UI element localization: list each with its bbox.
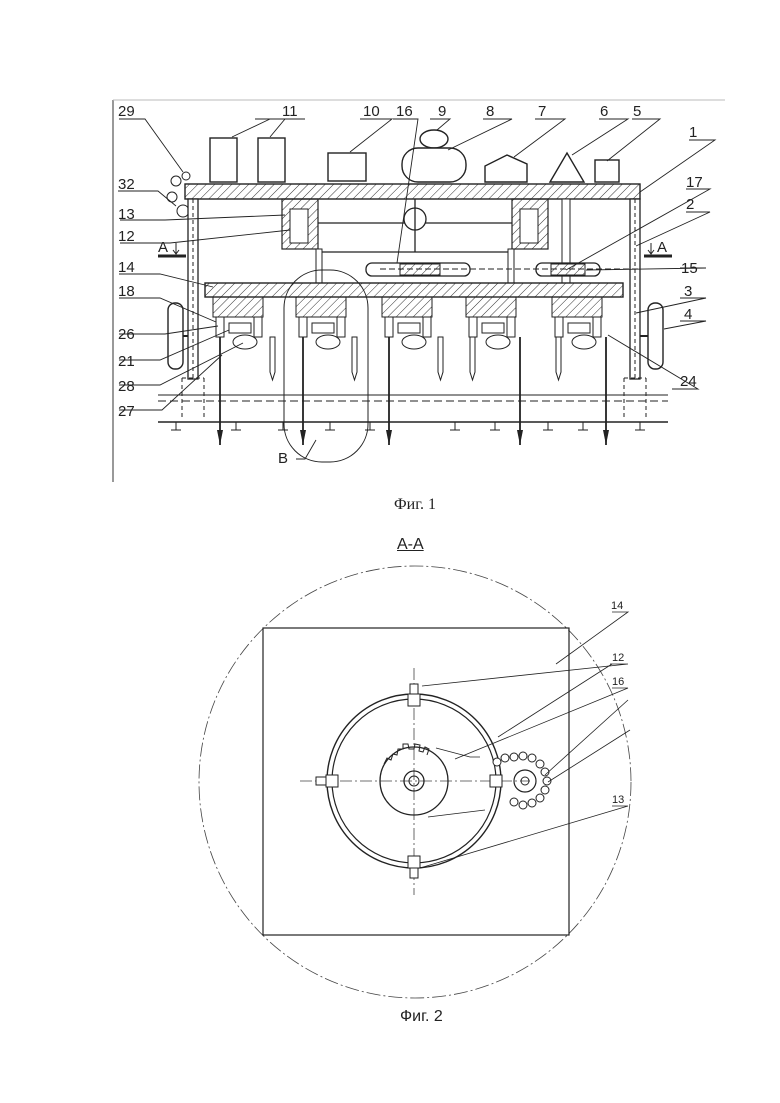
holder-left (326, 775, 338, 787)
outer-path-circle (199, 566, 631, 998)
fig2-label-14: 14 (611, 600, 623, 612)
fig2-label-12: 12 (612, 652, 624, 664)
fig2-label-13: 13 (612, 794, 624, 806)
gear-teeth (384, 744, 429, 764)
leader-lines-fig2 (420, 612, 630, 868)
ring-outer (327, 694, 501, 868)
plate-14 (263, 628, 569, 935)
holder-top-pin (410, 684, 418, 694)
holder-right (490, 775, 502, 787)
figure-2-caption: Фиг. 2 (400, 1008, 443, 1026)
holder-top (408, 694, 420, 706)
holder-bottom (408, 856, 420, 868)
holder-left-pin (316, 777, 326, 785)
holder-bottom-pin (410, 868, 418, 878)
fig2-label-16: 16 (612, 676, 624, 688)
